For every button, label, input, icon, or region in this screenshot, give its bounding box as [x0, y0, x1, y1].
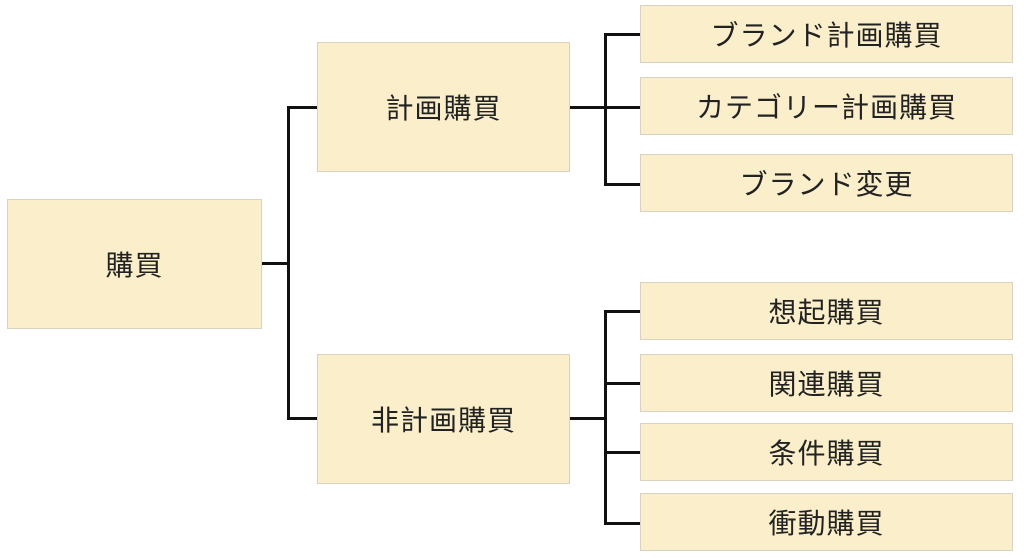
connector-to-conditional: [604, 451, 642, 454]
connector-to-impulse: [604, 522, 642, 525]
connector-to-brand-planned: [604, 33, 642, 36]
node-brand-switch: ブランド変更: [640, 154, 1013, 212]
node-planned-purchase: 計画購買: [317, 42, 570, 172]
connector-to-brand-switch: [604, 183, 642, 186]
connector-to-planned: [287, 106, 318, 109]
connector-planned-out: [570, 106, 606, 109]
connector-unplanned-trunk: [604, 310, 607, 524]
connector-unplanned-out: [570, 417, 606, 420]
connector-to-unplanned: [287, 417, 318, 420]
connector-to-related: [604, 382, 642, 385]
connector-root-out: [262, 262, 289, 265]
node-related-purchase: 関連購買: [640, 354, 1013, 412]
node-unplanned-purchase: 非計画購買: [317, 354, 570, 484]
connector-level1-trunk: [287, 106, 290, 419]
node-category-planned-purchase: カテゴリー計画購買: [640, 77, 1013, 135]
node-purchase: 購買: [7, 199, 262, 329]
connector-to-category-planned: [604, 106, 642, 109]
node-reminder-purchase: 想起購買: [640, 282, 1013, 340]
node-conditional-purchase: 条件購買: [640, 423, 1013, 481]
connector-planned-trunk: [604, 33, 607, 186]
connector-to-reminder: [604, 310, 642, 313]
node-impulse-purchase: 衝動購買: [640, 493, 1013, 551]
node-brand-planned-purchase: ブランド計画購買: [640, 5, 1013, 63]
